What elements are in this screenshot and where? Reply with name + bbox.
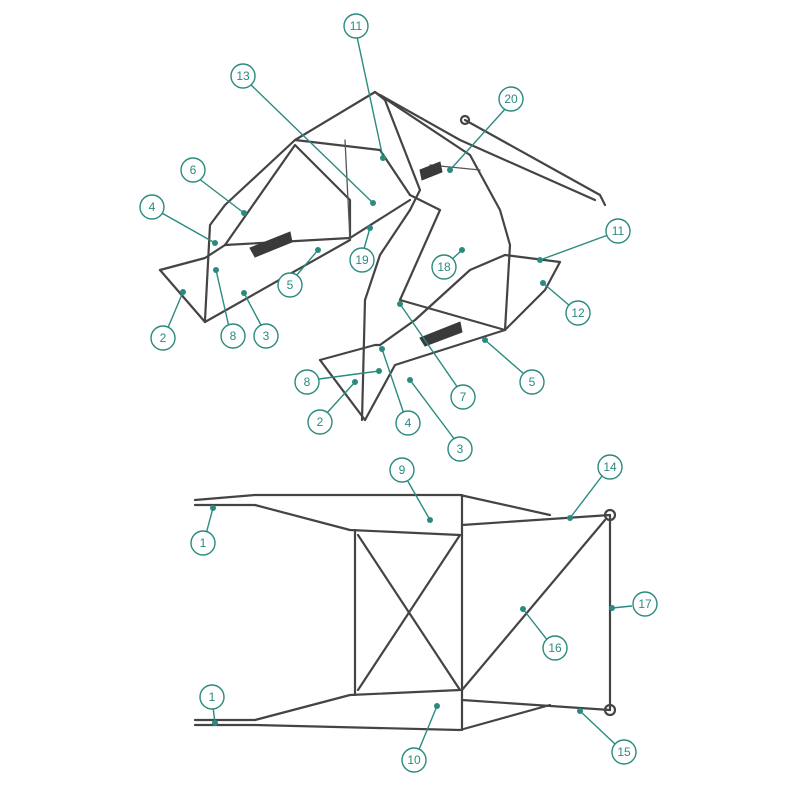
callout-label: 2 <box>160 331 167 345</box>
callout-1-bottom <box>199 684 225 710</box>
callout-2-right <box>307 409 333 435</box>
callout-label: 3 <box>263 329 270 343</box>
callout-label: 8 <box>304 375 311 389</box>
tube-rear-lower <box>460 698 612 712</box>
callout-label: 5 <box>529 375 536 389</box>
tube-top-rail <box>193 493 552 517</box>
tube-rear-diagonal <box>460 518 607 692</box>
callout-label: 9 <box>399 463 406 477</box>
callout-label: 14 <box>603 460 617 474</box>
rear-mount-top <box>603 508 617 522</box>
callout-13 <box>230 63 256 89</box>
callout-label: 5 <box>287 278 294 292</box>
roll-cage-isometric-view <box>158 90 607 422</box>
callout-4-right <box>395 410 421 436</box>
tube-top-rail-2 <box>193 503 462 537</box>
callout-10 <box>401 747 427 773</box>
tube-main-diag <box>398 193 442 302</box>
callout-label: 18 <box>437 260 451 274</box>
gusset-top <box>419 161 443 181</box>
tube-floor-right <box>318 343 382 362</box>
rear-mount-bottom <box>603 703 617 717</box>
callout-label: 4 <box>149 200 156 214</box>
tube-bottom-rail-2 <box>193 688 462 722</box>
tube-roof-left <box>293 138 412 197</box>
callout-11-right <box>605 218 631 244</box>
tube-main-hoop <box>360 208 412 422</box>
callout-20 <box>498 86 524 112</box>
callout-18 <box>431 254 457 280</box>
callout-8-left <box>220 323 246 349</box>
tube-roof-right <box>373 90 512 332</box>
tube-floor-left-2 <box>158 268 207 324</box>
callout-label: 20 <box>504 92 518 106</box>
callout-8-right <box>294 369 320 395</box>
callout-label: 11 <box>350 19 363 33</box>
tube-diag-right <box>398 298 507 332</box>
callout-14 <box>597 454 623 480</box>
callout-2-left <box>150 325 176 351</box>
callout-label: 4 <box>405 416 412 430</box>
callout-12 <box>565 300 591 326</box>
callout-1-top <box>190 530 216 556</box>
callout-label: 8 <box>230 329 237 343</box>
callout-label: 17 <box>638 597 652 611</box>
callout-15 <box>611 739 637 765</box>
callout-label: 2 <box>317 415 324 429</box>
tube-inner-brace <box>344 139 351 241</box>
callout-label: 3 <box>457 442 464 456</box>
tube-a-pillar-left <box>223 143 352 247</box>
callout-label: 7 <box>460 390 467 404</box>
tube-rear-brace-2 <box>378 93 597 202</box>
callout-3-right <box>447 436 473 462</box>
callout-11-top <box>343 13 369 39</box>
rear-mount-cap <box>459 114 471 126</box>
callout-7 <box>450 384 476 410</box>
roll-cage-plan-view <box>193 493 617 732</box>
callout-label: 15 <box>617 745 631 759</box>
gusset-left <box>249 231 293 258</box>
callout-9 <box>389 457 415 483</box>
callout-5-left <box>277 272 303 298</box>
callouts-top: 11 13 20 6 4 18 19 11 12 5 <box>139 13 631 462</box>
tube-rear-upper <box>460 513 612 527</box>
tube-floor-left <box>158 243 227 272</box>
tube-main-diag-2 <box>363 328 507 422</box>
callout-label: 13 <box>236 69 250 83</box>
tube-bottom-rail <box>193 703 552 732</box>
callout-label: 10 <box>407 753 421 767</box>
callout-6 <box>180 157 206 183</box>
tube-floor-right-2 <box>318 358 367 422</box>
callout-label: 16 <box>548 641 562 655</box>
callout-17 <box>632 591 658 617</box>
tube-right-side <box>503 253 562 332</box>
callout-5-right <box>519 369 545 395</box>
callouts-plan: 9 14 1 17 16 1 10 15 <box>190 454 658 773</box>
callout-label: 12 <box>571 306 585 320</box>
gusset-right <box>419 321 463 347</box>
tube-x-brace-b <box>356 533 462 692</box>
callout-label: 19 <box>355 253 369 267</box>
callout-3-left <box>253 323 279 349</box>
tube-diag-left <box>203 238 352 324</box>
callout-label: 11 <box>612 224 625 238</box>
callout-4-top <box>139 194 165 220</box>
callout-16 <box>542 635 568 661</box>
callout-label: 1 <box>200 536 207 550</box>
callout-label: 6 <box>190 163 197 177</box>
tube-right-side-2 <box>378 253 507 347</box>
tube-rear-brace <box>463 118 607 207</box>
callout-19 <box>349 247 375 273</box>
callout-label: 1 <box>209 690 216 704</box>
